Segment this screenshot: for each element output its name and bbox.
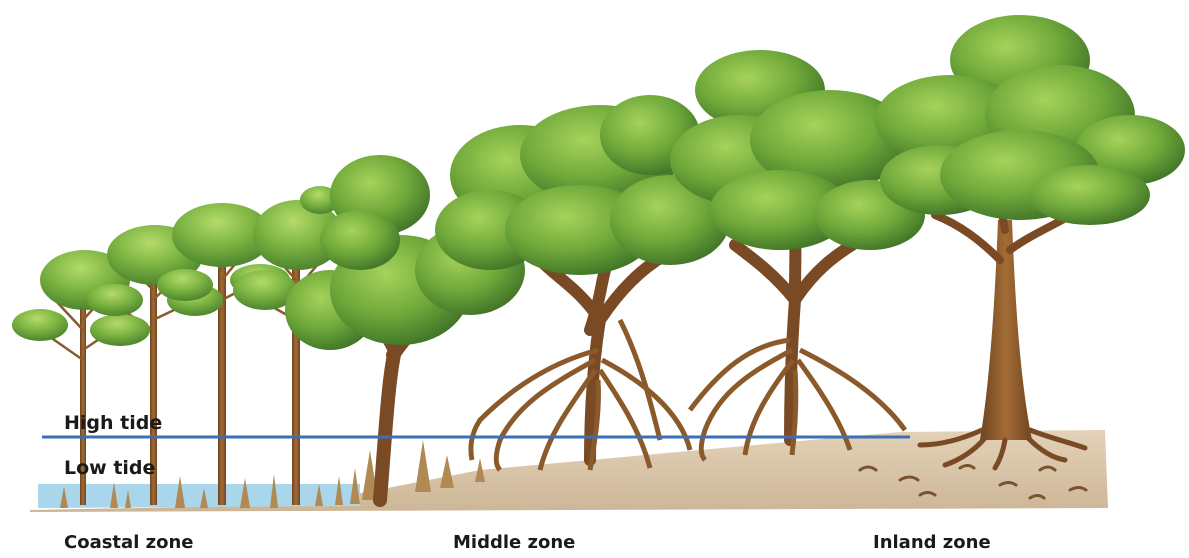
high-tide-label: High tide xyxy=(64,412,162,434)
middle-zone-label: Middle zone xyxy=(453,532,575,553)
low-tide-label: Low tide xyxy=(64,457,155,479)
inland-zone-label: Inland zone xyxy=(873,532,991,553)
coastal-zone-label: Coastal zone xyxy=(64,532,194,553)
inland-zone-tree xyxy=(875,15,1185,468)
middle-zone-trees xyxy=(285,50,925,500)
water xyxy=(38,484,360,508)
